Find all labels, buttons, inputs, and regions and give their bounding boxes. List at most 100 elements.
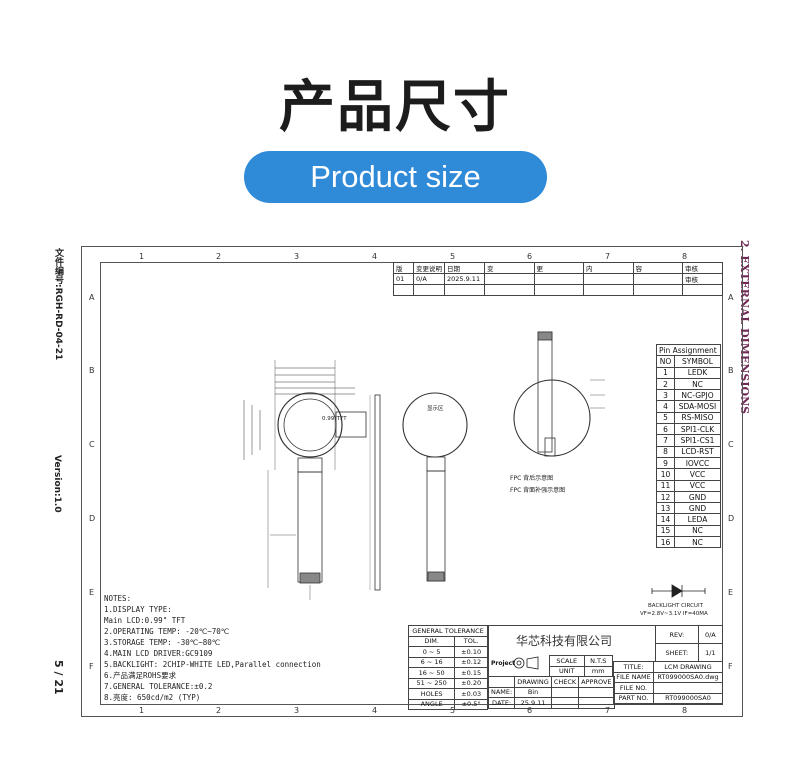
product-size-badge: Product size (244, 151, 547, 203)
table-row: 0 ~ 5±0.10 (407, 646, 488, 658)
tolerance-header: DIM. (407, 635, 456, 647)
rev-cell (632, 273, 683, 285)
scale-value: N.T.S (583, 655, 613, 667)
pin-symbol: IOVCC (674, 456, 721, 470)
pin-symbol: SPI1-CLK (674, 423, 721, 436)
date-value: 25.9.11 (514, 697, 552, 709)
row-label-e: E (89, 588, 95, 597)
title-label: TITLE: (613, 661, 654, 673)
pin-no: 10 (656, 468, 675, 481)
note-line: 7.GENERAL TOLERANCE:±0.2 (104, 682, 213, 691)
date-label: DATE: (487, 697, 516, 709)
col-label-7: 7 (605, 252, 611, 261)
rev-cell: 审核 (682, 273, 723, 285)
revision-table: 版 变更说明 日期 变 更 内 容 审核 01 0/A 2025.9.11 审核 (393, 262, 723, 296)
pin-table-title: Pin Assignment (656, 343, 721, 357)
tolerance-title: GENERAL TOLERANCE (408, 625, 488, 637)
note-line: 3.STORAGE TEMP: -30℃~80℃ (104, 638, 221, 647)
table-row: HOLES±0.03 (407, 688, 488, 700)
col-label-7-bottom: 7 (605, 706, 611, 715)
pin-no: 15 (656, 524, 675, 538)
tolerance-table: GENERAL TOLERANCE DIM.TOL. 0 ~ 5±0.10 6 … (407, 625, 488, 710)
row-label-a: A (89, 293, 95, 302)
rev-header: 更 (533, 262, 584, 274)
pin-symbol: RS-MISO (674, 411, 721, 425)
page-number: 5 / 21 (52, 660, 65, 695)
pin-no: 13 (656, 502, 675, 515)
col-label-4-bottom: 4 (372, 706, 378, 715)
backlight-spec: VF=2.8V~3.1V IF=40MA (640, 611, 708, 617)
file-name-value: RT099000SA0.dwg (653, 671, 723, 683)
pin-symbol: VCC (674, 468, 721, 481)
unit-label: UNIT (549, 665, 585, 677)
tol-value: ±0.03 (454, 688, 488, 700)
rev-header: 容 (632, 262, 683, 274)
pin-no: 5 (656, 411, 675, 425)
pin-symbol: GND (674, 490, 721, 504)
rev-cell: 2025.9.11 (444, 273, 485, 285)
pin-header-no: NO (656, 355, 675, 368)
pin-symbol: VCC (674, 479, 721, 492)
note-line: 6.产品满足ROHS要求 (104, 671, 177, 680)
col-label-3-bottom: 3 (294, 706, 300, 715)
pin-no: 11 (656, 479, 675, 492)
part-no-value: RT099000SA0 (653, 692, 723, 704)
row-label-c-right: C (728, 440, 734, 449)
rev-cell: 0/A (413, 273, 445, 285)
pin-symbol: NC-GPJO (674, 389, 721, 402)
rev-header: 内 (583, 262, 634, 274)
note-line: 2.OPERATING TEMP: -20℃~70℃ (104, 627, 230, 636)
file-no-label: FILE NO. (613, 682, 654, 694)
check-label: CHECK (550, 676, 580, 688)
note-line: 4.MAIN LCD DRIVER:GC9109 (104, 649, 213, 658)
tol-dim: ANGLE (407, 698, 456, 710)
tol-dim: 0 ~ 5 (407, 646, 456, 658)
company-name: 华芯科技有限公司 (516, 634, 613, 648)
scale-label: SCALE (549, 655, 585, 667)
note-line: Main LCD:0.99" TFT (104, 616, 186, 625)
table-row: 51 ~ 250±0.20 (407, 677, 488, 689)
rev-header: 版 (393, 262, 414, 274)
note-line: NOTES: (104, 594, 132, 603)
back-view (513, 331, 605, 457)
table-row: 16 ~ 50±0.15 (407, 667, 488, 679)
unit-value: mm (583, 665, 613, 677)
col-label-5-bottom: 5 (450, 706, 456, 715)
name-label: NAME: (487, 686, 516, 698)
col-label-6: 6 (527, 252, 533, 261)
rev-header: 日期 (444, 262, 485, 274)
drawing-label: DRAWING (514, 676, 552, 688)
tft-size-label: 0.99"TFT (322, 416, 347, 422)
pin-no: 14 (656, 513, 675, 526)
row-label-e-right: E (728, 588, 734, 597)
pin-symbol: SPI1-CS1 (674, 434, 721, 447)
pin-symbol: GND (674, 502, 721, 515)
pin-symbol: NC (674, 524, 721, 538)
approve-label: APPROVE (578, 676, 615, 688)
row-label-a-right: A (728, 293, 734, 302)
col-label-6-bottom: 6 (527, 706, 533, 715)
file-no-value (653, 682, 723, 694)
projection-symbol-icon (513, 656, 539, 670)
note-line: 8.亮度: 650cd/m2 (TYP) (104, 693, 201, 702)
note-line: 5.BACKLIGHT: 2CHIP-WHITE LED,Parallel co… (104, 660, 321, 669)
row-label-b-right: B (728, 366, 734, 375)
tol-value: ±0.15 (454, 667, 488, 679)
front-view (402, 392, 468, 582)
backlight-label: BACKLIGHT CIRCUIT (648, 603, 703, 609)
page-title: 产品尺寸 (279, 75, 511, 140)
pin-no: 1 (656, 366, 675, 379)
